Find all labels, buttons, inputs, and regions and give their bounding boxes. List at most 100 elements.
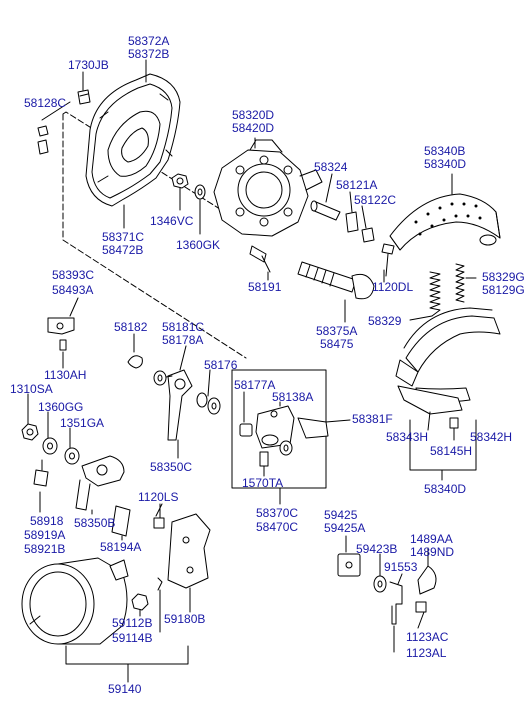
label-1489nd[interactable]: 1489ND [410, 545, 455, 559]
label-1130ah[interactable]: 1130AH [44, 368, 87, 382]
label-58122c[interactable]: 58122C [354, 193, 397, 207]
label-58393c[interactable]: 58393C [52, 268, 95, 282]
label-58470c[interactable]: 58470C [256, 520, 299, 534]
label-59425a[interactable]: 59425A [324, 521, 366, 535]
leader-line [39, 491, 93, 515]
clip-part [77, 89, 91, 105]
label-91553[interactable]: 91553 [384, 560, 418, 574]
nut-part [131, 593, 149, 611]
label-59114b[interactable]: 59114B [112, 631, 153, 645]
label-58129g[interactable]: 58129G [482, 283, 525, 297]
label-1570ta[interactable]: 1570TA [242, 476, 284, 490]
label-58475[interactable]: 58475 [320, 337, 354, 351]
washer-part [196, 392, 208, 408]
clip-part [361, 227, 375, 243]
brake-spider-part [213, 139, 323, 237]
label-58181c[interactable]: 58181C [162, 320, 205, 334]
leader-line [121, 503, 163, 541]
label-58372a[interactable]: 58372A [128, 34, 170, 48]
label-58320d[interactable]: 58320D [232, 108, 275, 122]
clevis-part [75, 455, 125, 511]
label-1123ac[interactable]: 1123AC [406, 630, 449, 644]
leader-line [409, 277, 477, 321]
label-58370c[interactable]: 58370C [256, 506, 299, 520]
label-59112b[interactable]: 59112B [112, 616, 153, 630]
bolt-part [415, 601, 427, 613]
washer-part [64, 447, 80, 465]
pin-part [310, 200, 341, 221]
leader-line [133, 333, 211, 459]
label-58340d-bottom[interactable]: 58340D [424, 482, 467, 496]
label-58121a[interactable]: 58121A [336, 178, 378, 192]
washer-part [42, 437, 58, 455]
label-58381f[interactable]: 58381F [352, 412, 393, 426]
label-58375a[interactable]: 58375A [316, 324, 358, 338]
bracket-part [297, 417, 329, 439]
label-58350c[interactable]: 58350C [150, 460, 193, 474]
label-1346vc[interactable]: 1346VC [150, 214, 194, 228]
leader-line [123, 59, 147, 229]
label-58182[interactable]: 58182 [114, 320, 148, 334]
nut-part [171, 173, 189, 189]
label-58371c[interactable]: 58371C [102, 230, 145, 244]
adjuster-body-part [255, 405, 295, 449]
washer-part [153, 370, 167, 386]
label-59140[interactable]: 59140 [108, 682, 142, 696]
label-58918[interactable]: 58918 [30, 514, 64, 528]
label-59425[interactable]: 59425 [324, 508, 358, 522]
label-58420d[interactable]: 58420D [232, 121, 275, 135]
label-1310sa[interactable]: 1310SA [10, 382, 53, 396]
label-58921b[interactable]: 58921B [24, 542, 66, 556]
label-58177a[interactable]: 58177A [234, 378, 276, 392]
label-58329[interactable]: 58329 [368, 314, 402, 328]
label-59423b[interactable]: 59423B [356, 542, 398, 556]
label-1120dl[interactable]: 1120DL [372, 280, 414, 294]
label-1120ls[interactable]: 1120LS [138, 490, 179, 504]
leader-line [345, 535, 429, 629]
washer-part [207, 397, 221, 415]
label-58329g[interactable]: 58329G [482, 270, 525, 284]
brake-chamber-part [21, 557, 129, 645]
wear-sensor-part [389, 581, 403, 653]
return-spring-part [455, 263, 465, 303]
label-58194a[interactable]: 58194A [100, 540, 142, 554]
label-58340d-top[interactable]: 58340D [424, 157, 467, 171]
label-58342h[interactable]: 58342H [470, 430, 513, 444]
return-spring-part [429, 271, 441, 317]
brake-shoe-upper-part [389, 193, 501, 251]
leader-line [65, 589, 189, 683]
plate-part [345, 211, 359, 233]
leader-line [243, 391, 351, 505]
label-1351ga[interactable]: 1351GA [60, 416, 105, 430]
label-58128c[interactable]: 58128C [24, 96, 67, 110]
label-58324[interactable]: 58324 [314, 160, 348, 174]
label-58919a[interactable]: 58919A [24, 528, 66, 542]
label-1489aa[interactable]: 1489AA [410, 532, 453, 546]
label-58138a[interactable]: 58138A [272, 390, 314, 404]
label-58350b[interactable]: 58350B [74, 516, 116, 530]
label-1123al[interactable]: 1123AL [406, 646, 447, 660]
clip-part [157, 577, 163, 591]
bolt-part [33, 459, 49, 487]
label-58176[interactable]: 58176 [204, 358, 238, 372]
shoe-pin-part [449, 417, 459, 429]
assembly-boundary-dashed [62, 111, 251, 359]
label-58472b[interactable]: 58472B [102, 243, 144, 257]
label-58178a[interactable]: 58178A [162, 333, 204, 347]
label-1360gg[interactable]: 1360GG [38, 400, 84, 414]
label-1730jb[interactable]: 1730JB [68, 58, 109, 72]
sensor-plug-part [337, 553, 361, 577]
label-58340b[interactable]: 58340B [424, 144, 466, 158]
label-58493a[interactable]: 58493A [52, 283, 94, 297]
label-58343h[interactable]: 58343H [386, 430, 429, 444]
label-58191[interactable]: 58191 [248, 280, 282, 294]
brake-shoe-lower-part [395, 307, 501, 403]
bolt-part [249, 245, 271, 273]
label-59180b[interactable]: 59180B [164, 612, 206, 626]
clip-part [37, 125, 49, 155]
label-58372b[interactable]: 58372B [128, 47, 170, 61]
leader-line [41, 71, 84, 121]
label-58145h[interactable]: 58145H [430, 444, 473, 458]
label-1360gk[interactable]: 1360GK [176, 238, 221, 252]
